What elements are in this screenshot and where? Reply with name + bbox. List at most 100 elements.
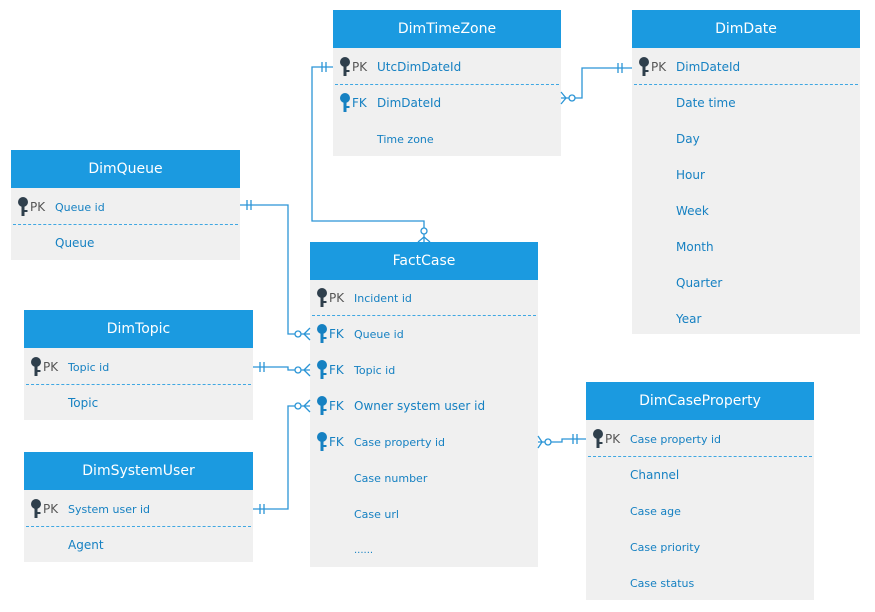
- field-label: Case url: [354, 507, 399, 521]
- relationship-topic-factcase: [253, 362, 311, 377]
- field-kind: PK: [43, 502, 59, 516]
- field-label: Month: [676, 240, 714, 254]
- field-label: Day: [676, 132, 700, 146]
- field-kind: PK: [30, 200, 46, 214]
- key-icon: [31, 499, 41, 518]
- field-label: Topic: [68, 396, 99, 410]
- field-row: Time zone: [333, 121, 561, 157]
- field-row: Case status: [586, 565, 814, 601]
- field-label: Topic id: [354, 363, 396, 377]
- entity-dimtopic: DimTopic PK Topic id Topic: [24, 310, 253, 420]
- field-row: Week: [632, 193, 860, 229]
- field-label: Incident id: [354, 291, 412, 305]
- key-icon: [593, 429, 603, 448]
- relationship-timezone-dimdate: [560, 63, 632, 105]
- field-label: Case number: [354, 471, 428, 485]
- field-label: Topic id: [68, 360, 110, 374]
- relationship-factcase-caseproperty: [537, 434, 586, 449]
- field-label: Channel: [630, 468, 680, 482]
- entity-title: DimTimeZone: [333, 10, 561, 48]
- key-icon: [340, 93, 350, 112]
- field-label: Owner system user id: [354, 399, 486, 413]
- field-row: PK DimDateId: [632, 49, 860, 85]
- field-row: Topic: [24, 385, 253, 421]
- field-kind: FK: [329, 399, 344, 413]
- field-label: Quarter: [676, 276, 723, 290]
- field-row: ......: [310, 532, 538, 568]
- field-label: Queue: [55, 236, 95, 250]
- field-kind: PK: [651, 60, 667, 74]
- entity-title: DimQueue: [11, 150, 240, 188]
- field-row: FK Case property id: [310, 424, 538, 460]
- relationship-systemuser-factcase: [253, 399, 311, 514]
- field-row: FK Topic id: [310, 352, 538, 388]
- field-row: FK DimDateId: [333, 85, 561, 121]
- field-badge: FK: [333, 93, 377, 113]
- key-icon: [317, 396, 327, 415]
- field-row: Quarter: [632, 265, 860, 301]
- field-label: Agent: [68, 538, 104, 552]
- field-kind: PK: [329, 291, 345, 305]
- entity-title: DimTopic: [24, 310, 253, 348]
- field-badge: PK: [632, 57, 676, 77]
- field-label: ......: [354, 544, 374, 556]
- field-kind: FK: [352, 96, 367, 110]
- field-row: Queue: [11, 225, 240, 261]
- entity-dimsystemuser: DimSystemUser PK System user id Agent: [24, 452, 253, 562]
- field-badge: FK: [310, 360, 354, 380]
- field-label: Hour: [676, 168, 705, 182]
- field-label: DimDateId: [377, 96, 442, 110]
- field-row: PK UtcDimDateId: [333, 49, 561, 85]
- entity-dimtimezone: DimTimeZone PK UtcDimDateId FK DimDateId…: [333, 10, 561, 156]
- entity-title: FactCase: [310, 242, 538, 280]
- field-row: Case number: [310, 460, 538, 496]
- field-badge: FK: [310, 432, 354, 452]
- field-row: Agent: [24, 527, 253, 563]
- field-label: Time zone: [377, 132, 434, 146]
- field-kind: FK: [329, 435, 344, 449]
- entity-title: DimSystemUser: [24, 452, 253, 490]
- field-row: Case age: [586, 493, 814, 529]
- key-icon: [317, 432, 327, 451]
- entity-factcase: FactCase PK Incident id FK Queue id FK T…: [310, 242, 538, 567]
- field-badge: PK: [11, 197, 55, 217]
- key-icon: [340, 57, 350, 76]
- entity-dimcaseproperty: DimCaseProperty PK Case property id Chan…: [586, 382, 814, 600]
- field-label: Case age: [630, 504, 681, 518]
- field-kind: FK: [329, 363, 344, 377]
- field-row: FK Queue id: [310, 316, 538, 352]
- field-label: Year: [676, 312, 702, 326]
- field-row: PK Incident id: [310, 280, 538, 316]
- field-row: PK System user id: [24, 491, 253, 527]
- entity-title: DimDate: [632, 10, 860, 48]
- field-badge: FK: [310, 396, 354, 416]
- entity-dimdate: DimDate PK DimDateId Date time Day Hour …: [632, 10, 860, 334]
- field-row: Date time: [632, 85, 860, 121]
- field-label: DimDateId: [676, 60, 741, 74]
- key-icon: [317, 288, 327, 307]
- key-icon: [18, 197, 28, 216]
- field-row: Day: [632, 121, 860, 157]
- entity-title: DimCaseProperty: [586, 382, 814, 420]
- field-badge: PK: [310, 288, 354, 308]
- field-label: UtcDimDateId: [377, 60, 462, 74]
- field-label: Case property id: [630, 432, 722, 446]
- field-row: Year: [632, 301, 860, 337]
- field-label: System user id: [68, 502, 151, 516]
- field-badge: PK: [24, 357, 68, 377]
- field-label: Week: [676, 204, 709, 218]
- field-badge: FK: [310, 324, 354, 344]
- field-label: Case property id: [354, 435, 446, 449]
- field-row: PK Case property id: [586, 421, 814, 457]
- key-icon: [317, 360, 327, 379]
- field-badge: PK: [333, 57, 377, 77]
- field-row: Hour: [632, 157, 860, 193]
- field-row: FK Owner system user id: [310, 388, 538, 424]
- field-label: Date time: [676, 96, 736, 110]
- key-icon: [317, 324, 327, 343]
- field-kind: PK: [352, 60, 368, 74]
- field-kind: PK: [43, 360, 59, 374]
- key-icon: [31, 357, 41, 376]
- field-label: Case priority: [630, 540, 701, 554]
- field-badge: PK: [24, 499, 68, 519]
